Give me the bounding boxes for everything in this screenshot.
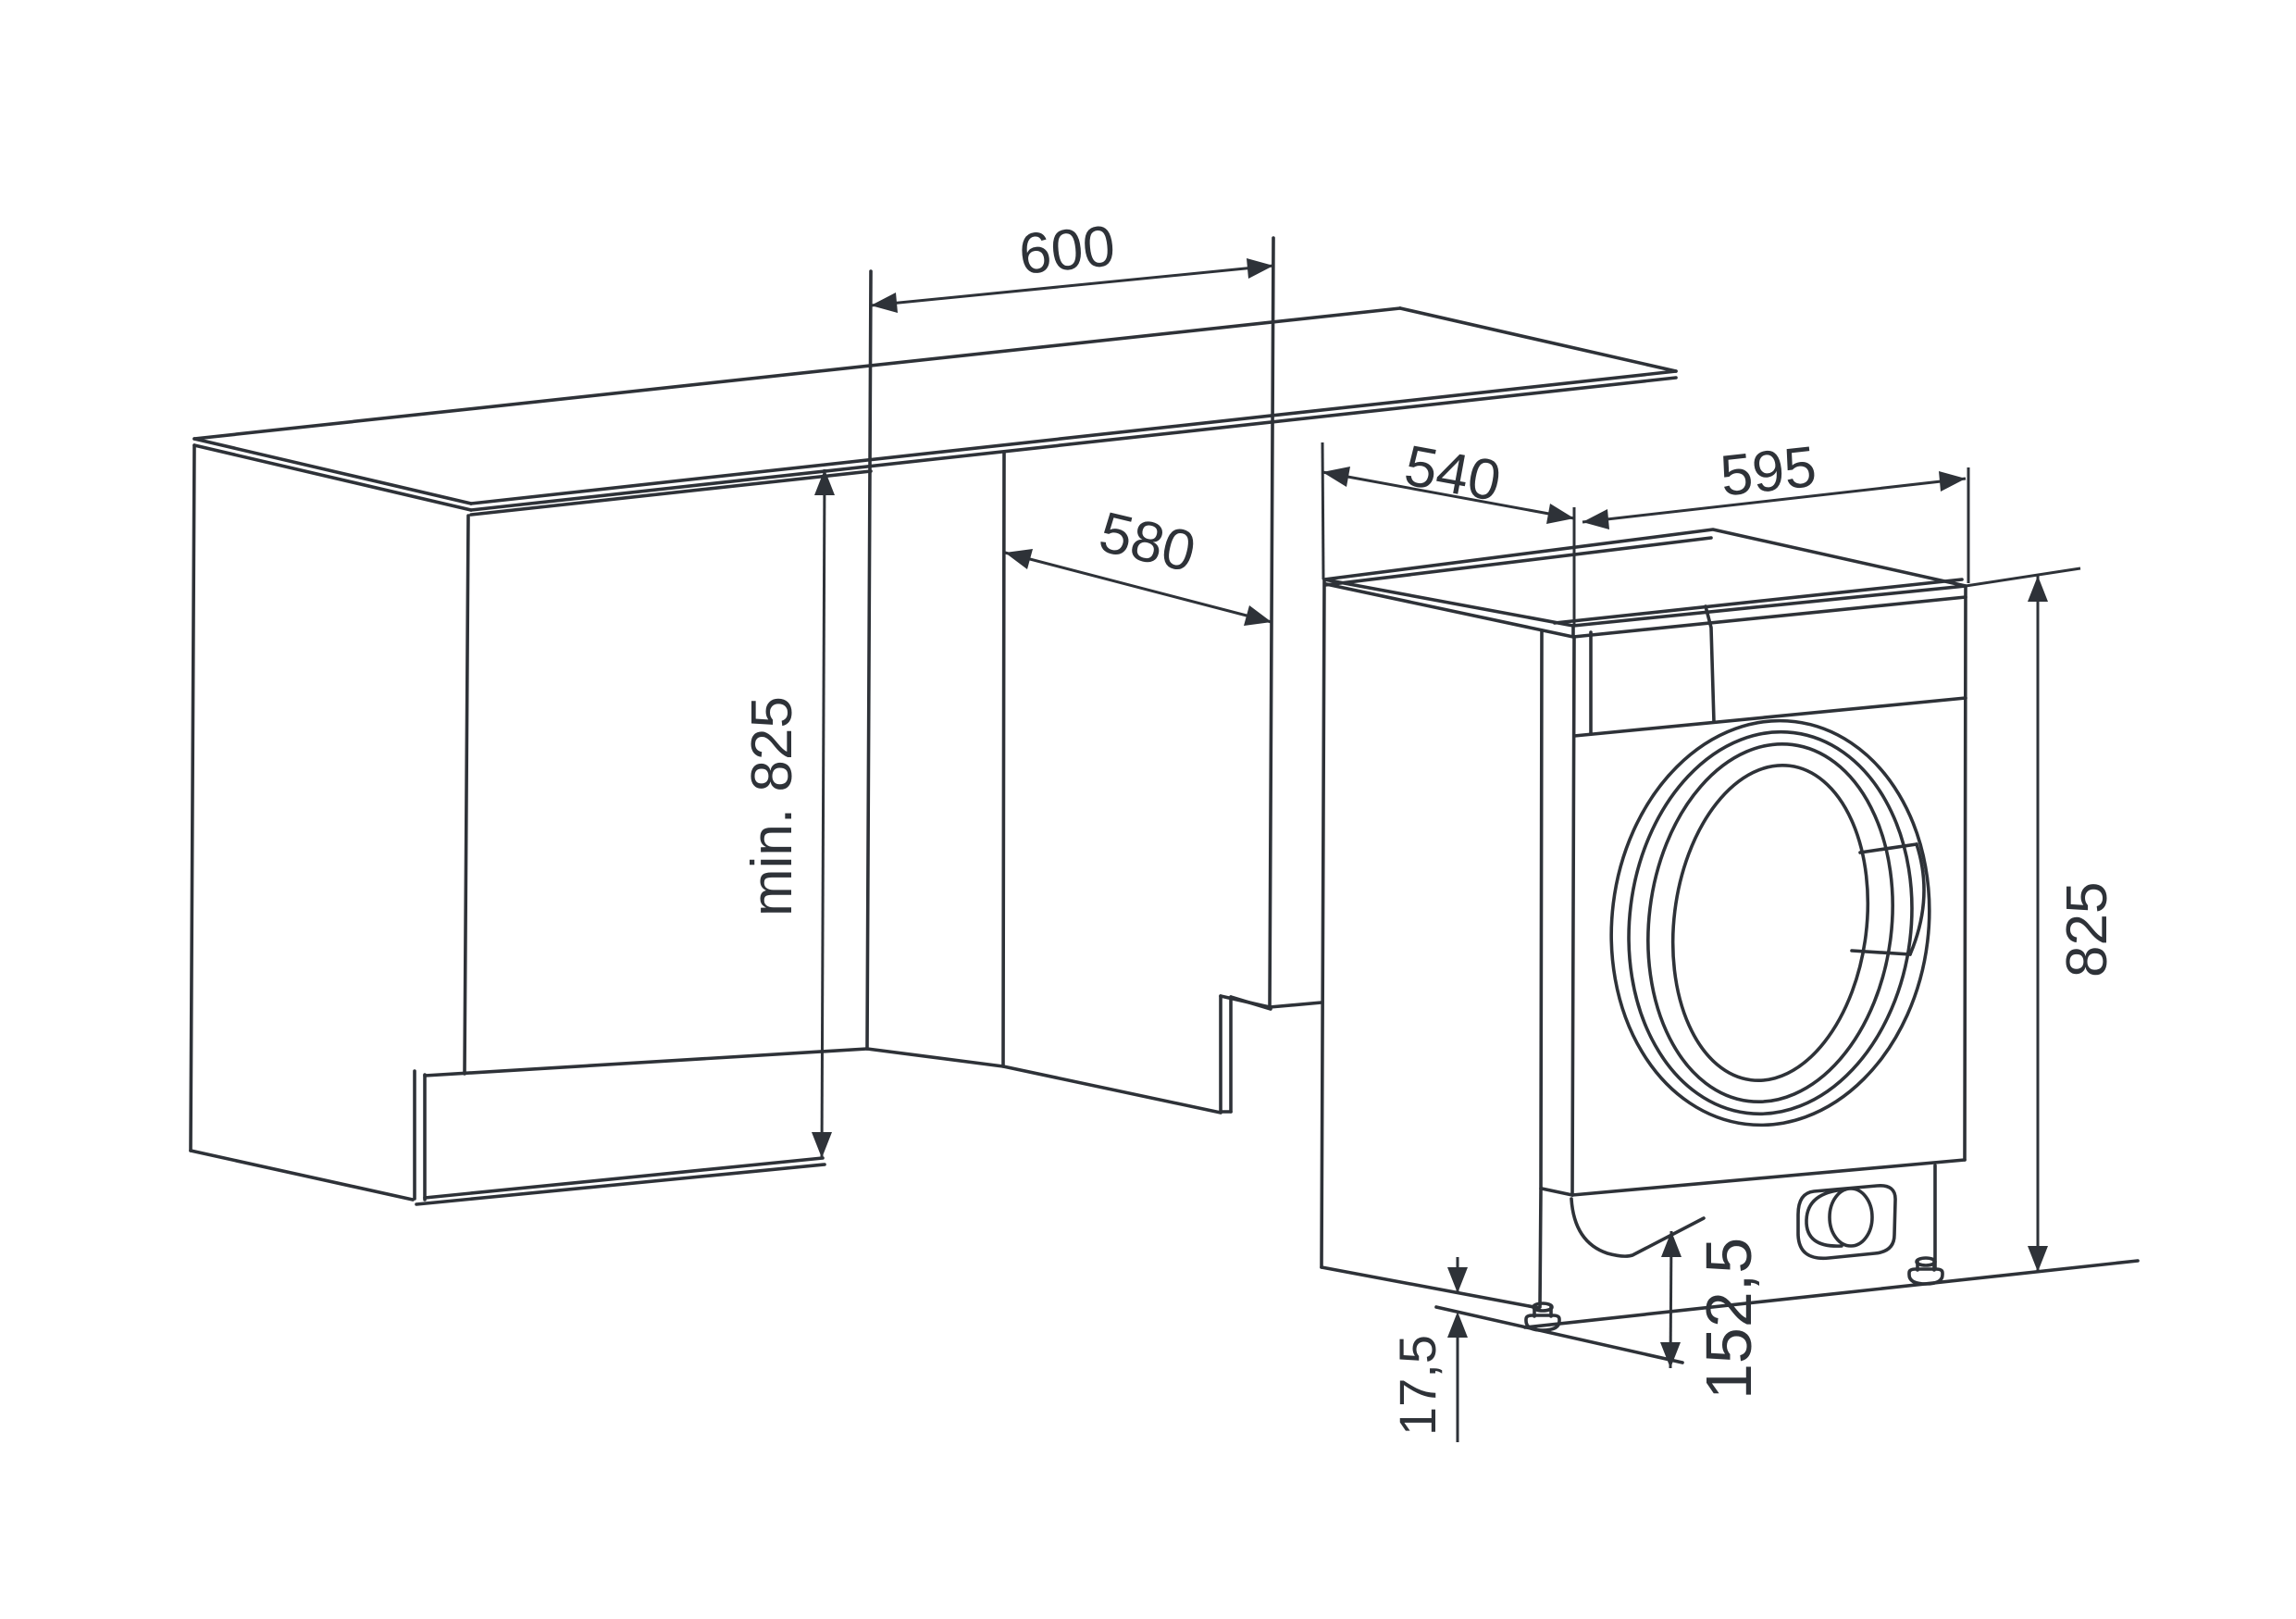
svg-text:17,5: 17,5	[1388, 1335, 1446, 1436]
svg-text:min. 825: min. 825	[740, 696, 804, 916]
svg-text:152,5: 152,5	[1693, 1238, 1765, 1400]
svg-text:825: 825	[2055, 882, 2119, 978]
svg-text:600: 600	[1016, 214, 1118, 287]
svg-text:595: 595	[1718, 435, 1819, 509]
